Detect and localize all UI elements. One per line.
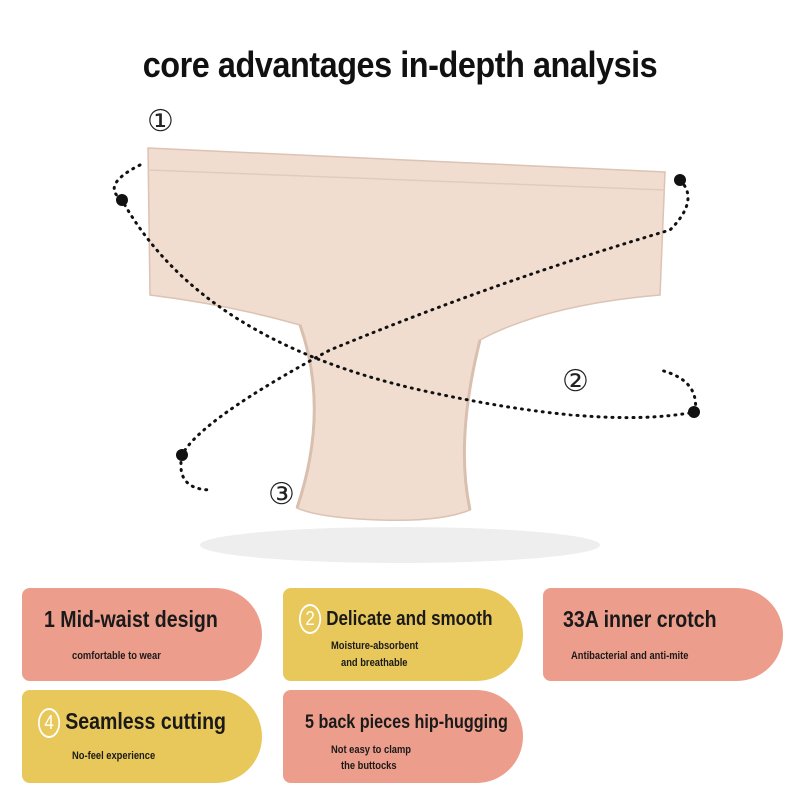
dot-marker	[688, 406, 700, 418]
marker-1: ①	[147, 105, 174, 138]
product-shadow	[200, 527, 600, 563]
feature-card-mid-waist: 1 Mid-waist design comfortable to wear	[22, 588, 262, 681]
page-title: core advantages in-depth analysis	[142, 44, 658, 85]
dot-marker	[116, 194, 128, 206]
dot-marker	[176, 449, 188, 461]
briefs-image	[147, 147, 666, 522]
marker-3: ③	[268, 478, 295, 511]
badge-number: 2	[299, 604, 322, 634]
badge-number: 4	[38, 708, 61, 738]
product-illustration	[112, 147, 700, 563]
arrow-icons	[250, 385, 578, 475]
feature-card-inner-crotch: 33A inner crotch Antibacterial and anti-…	[543, 588, 783, 681]
marker-2: ②	[562, 365, 589, 398]
feature-card-back-pieces: 5 back pieces hip-hugging Not easy to cl…	[283, 690, 523, 783]
dot-marker	[674, 174, 686, 186]
